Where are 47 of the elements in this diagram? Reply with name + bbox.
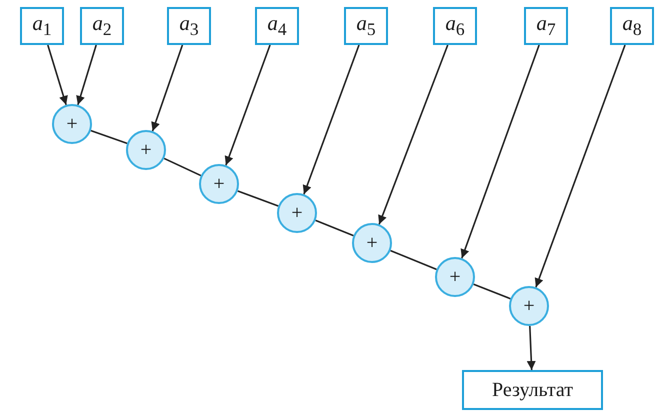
connector-line	[473, 284, 511, 300]
adder-circle	[509, 286, 549, 326]
adder-circle	[126, 130, 166, 170]
arrow	[460, 44, 540, 258]
label-text: a$_{7}$	[536, 13, 556, 39]
label-text: a$_{2}$	[92, 13, 112, 39]
variable-box	[524, 7, 568, 45]
connector-line	[237, 190, 279, 207]
label-text: Результат	[492, 380, 573, 400]
connector-line	[164, 158, 202, 176]
arrow	[151, 44, 184, 132]
adder-circle	[52, 104, 92, 144]
label-text: a$_{1}$	[32, 13, 52, 39]
variable-box	[344, 7, 388, 45]
arrow	[76, 44, 97, 106]
plus-sign: +	[366, 233, 378, 253]
arrow	[534, 44, 626, 288]
arrow	[47, 44, 68, 106]
label-text: a$_{4}$	[267, 13, 287, 39]
label-text: a$_{5}$	[356, 13, 376, 39]
arrow	[378, 44, 448, 225]
plus-sign: +	[140, 140, 152, 160]
label-text: a$_{6}$	[445, 13, 465, 39]
plus-sign: +	[66, 114, 78, 134]
plus-sign: +	[213, 174, 225, 194]
plus-sign: +	[291, 203, 303, 223]
variable-box	[610, 7, 654, 45]
variable-box	[167, 7, 211, 45]
connector-line	[315, 220, 354, 236]
adder-circle	[277, 193, 317, 233]
label-text: a$_{8}$	[622, 13, 642, 39]
arrow	[526, 326, 536, 370]
plus-sign: +	[523, 296, 535, 316]
adder-circle	[352, 223, 392, 263]
connector-line	[390, 250, 437, 270]
variable-box	[20, 7, 64, 45]
variable-box	[433, 7, 477, 45]
variable-box	[80, 7, 124, 45]
adder-circle	[199, 164, 239, 204]
label-text: a$_{3}$	[179, 13, 199, 39]
connector-line	[90, 130, 128, 144]
arrow	[302, 44, 360, 195]
arrow	[224, 44, 271, 166]
plus-sign: +	[449, 267, 461, 287]
variable-box	[255, 7, 299, 45]
adder-circle	[435, 257, 475, 297]
result-box	[462, 370, 603, 410]
